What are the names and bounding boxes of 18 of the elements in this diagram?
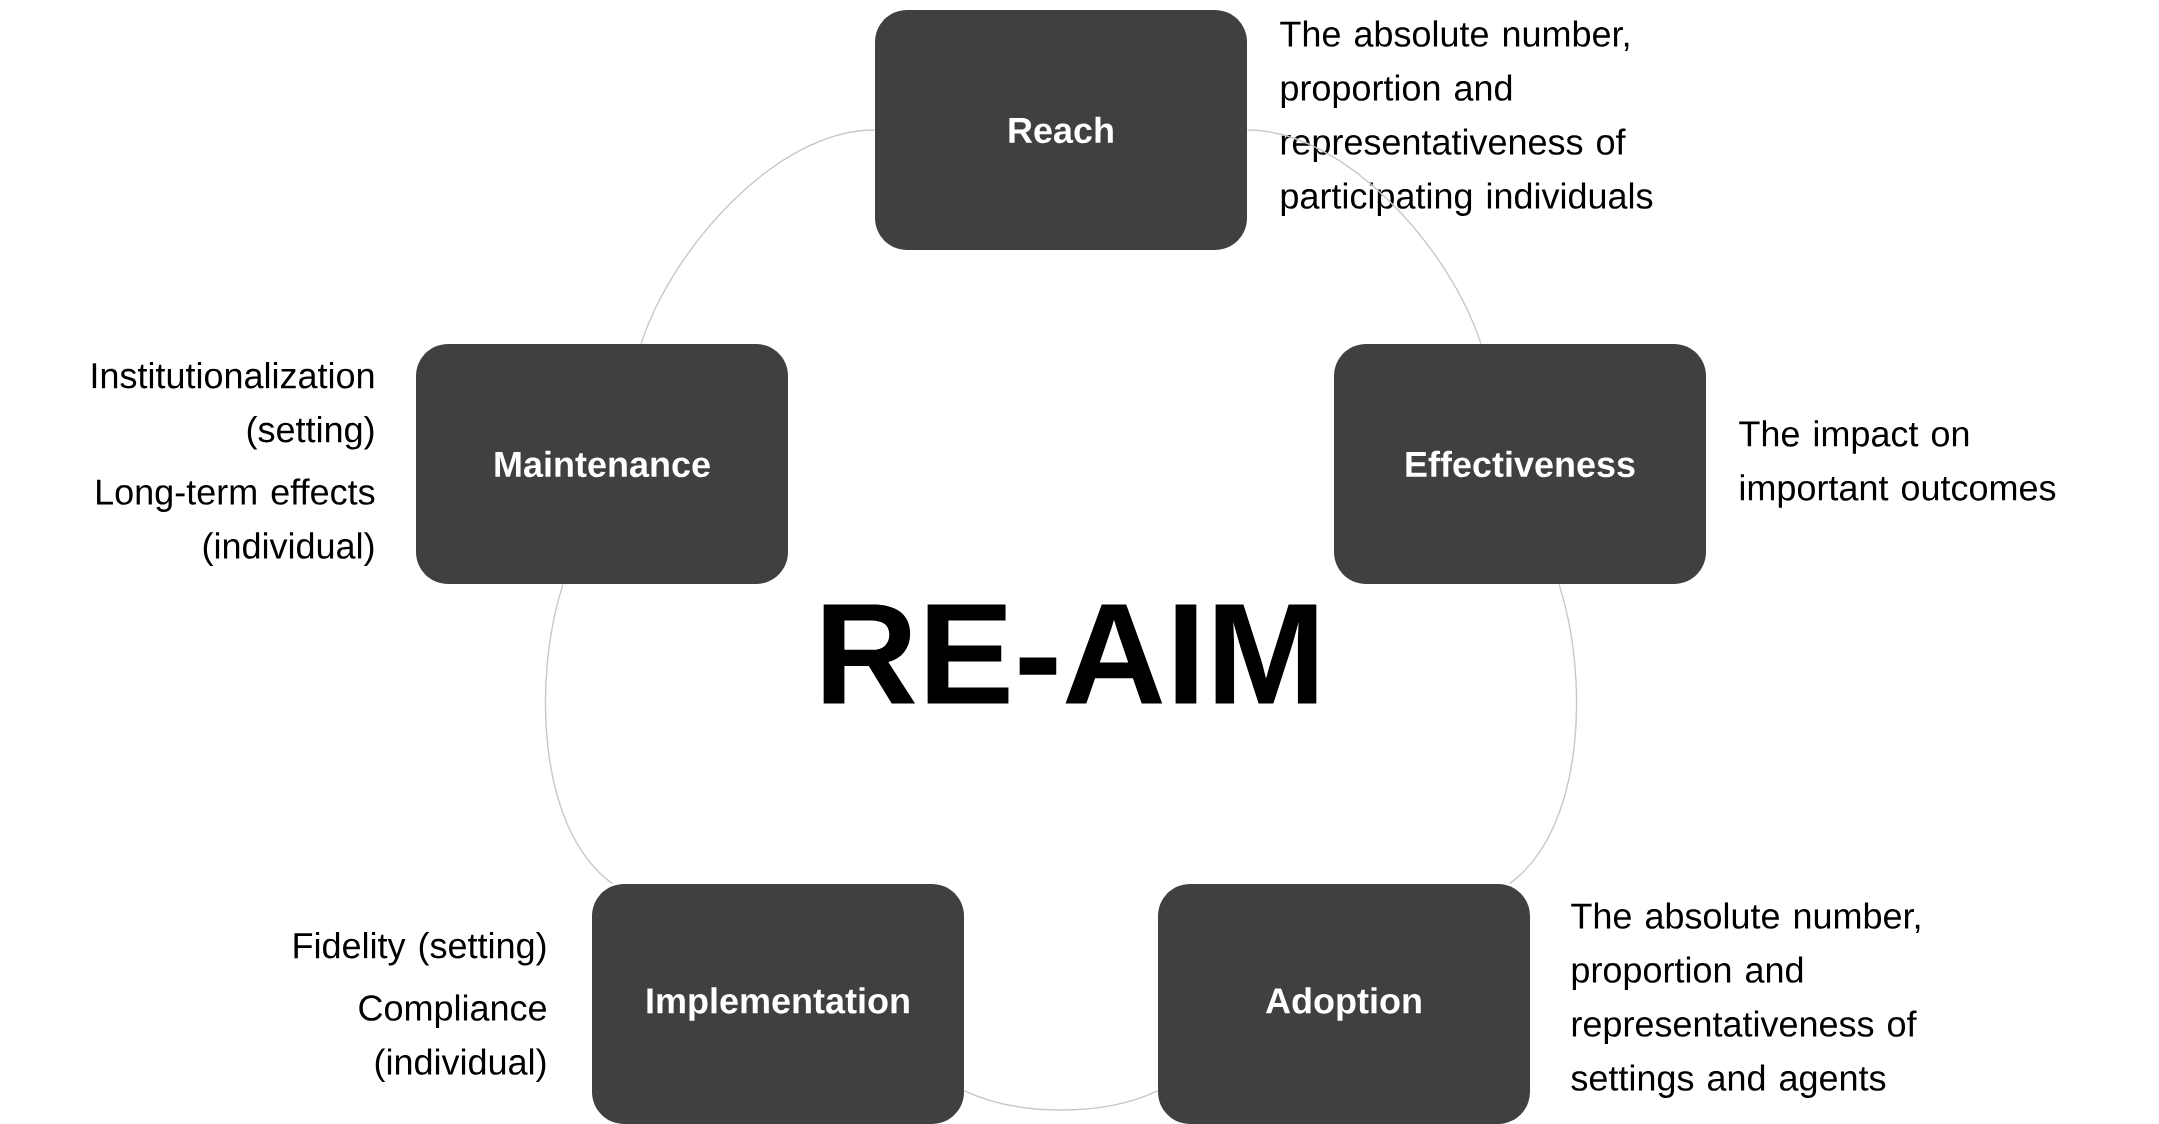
side-note: Institutionalization (setting) — [92, 362, 374, 450]
connector-arc — [544, 583, 614, 885]
side-note: The absolute number, proportion and representativeness of settings and agents — [1571, 902, 1920, 1098]
side-note: The absolute number, proportion and representativeness of participating individuals — [1280, 20, 1653, 216]
process-box: Adoption — [1158, 884, 1530, 1124]
process-box: Reach — [875, 10, 1247, 250]
process-box: Effectiveness — [1334, 344, 1706, 584]
connector-arc — [1246, 129, 1482, 345]
connector-arc — [1509, 583, 1578, 885]
side-note: Long-term effects (individual) — [97, 478, 375, 566]
side-note: Fidelity (setting) — [294, 932, 546, 966]
process-box: Maintenance — [416, 344, 788, 584]
side-note: Compliance (individual) — [359, 994, 546, 1082]
process-box: Implementation — [592, 884, 964, 1124]
title: RE-AIM — [823, 604, 1317, 704]
connector-arc — [963, 1090, 1159, 1111]
side-note: The impact on important outcomes — [1739, 420, 2056, 508]
connector-arc — [640, 129, 876, 345]
